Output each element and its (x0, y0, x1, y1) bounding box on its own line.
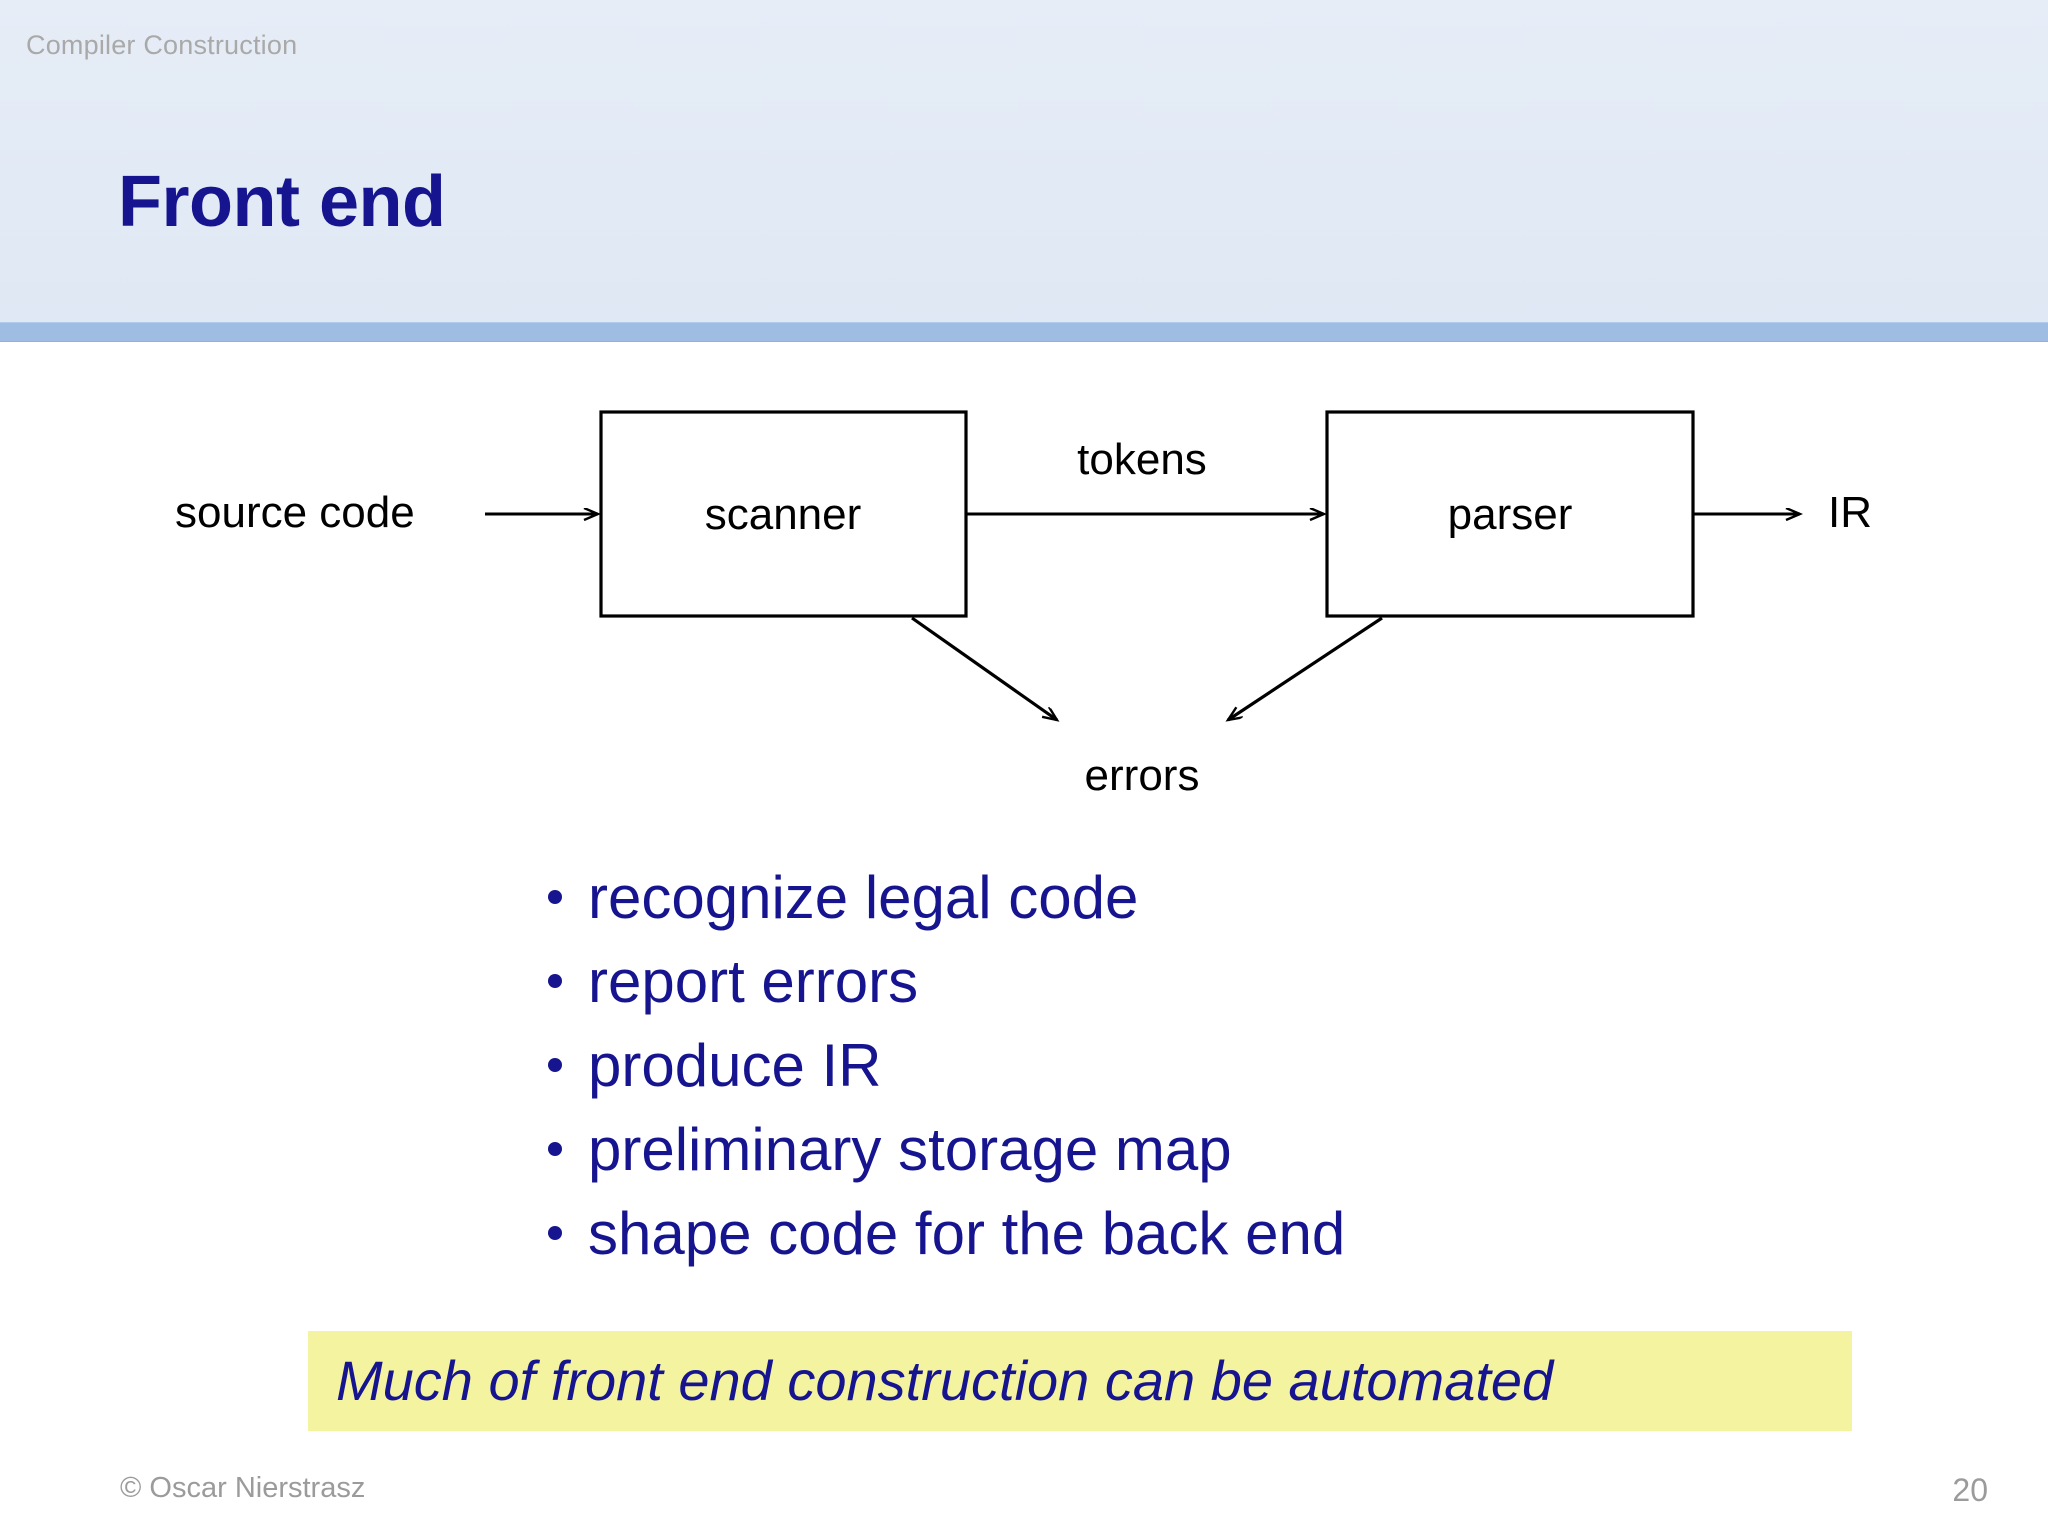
ir-label: IR (1828, 488, 1872, 537)
front-end-flow-diagram: scanner parser source code tokens IR err… (0, 342, 2048, 862)
list-item: produce IR (548, 1036, 1848, 1120)
parser-box (1325, 410, 1695, 618)
scanner-box-label: scanner (705, 490, 862, 539)
scanner-to-errors-arrow (911, 616, 1057, 720)
footer-copyright: © Oscar Nierstrasz (120, 1472, 366, 1504)
front-end-task-list: recognize legal code report errors produ… (548, 868, 1848, 1288)
highlight-callout: Much of front end construction can be au… (308, 1331, 1852, 1431)
errors-label: errors (1085, 751, 1200, 800)
course-label: Compiler Construction (26, 30, 298, 60)
bullet-dot-icon (548, 1058, 562, 1072)
list-item: preliminary storage map (548, 1120, 1848, 1204)
list-item: recognize legal code (548, 868, 1848, 952)
page-title: Front end (118, 162, 446, 243)
tokens-label: tokens (1077, 435, 1207, 484)
list-item-label: report errors (588, 948, 919, 1015)
slide-header-band (0, 0, 2048, 322)
footer-page-number: 20 (1952, 1472, 1988, 1508)
bullet-dot-icon (548, 974, 562, 988)
callout-text: Much of front end construction can be au… (336, 1349, 1554, 1412)
parser-box-label: parser (1448, 490, 1573, 539)
scanner-box (599, 410, 968, 618)
source-code-label: source code (175, 488, 415, 537)
list-item: shape code for the back end (548, 1204, 1848, 1288)
list-item: report errors (548, 952, 1848, 1036)
list-item-label: produce IR (588, 1032, 882, 1099)
parser-to-errors-arrow (1228, 616, 1383, 720)
bullet-dot-icon (548, 890, 562, 904)
list-item-label: shape code for the back end (588, 1200, 1346, 1267)
header-divider-rule (0, 322, 2048, 342)
list-item-label: recognize legal code (588, 864, 1139, 931)
bullet-dot-icon (548, 1142, 562, 1156)
list-item-label: preliminary storage map (588, 1116, 1232, 1183)
bullet-dot-icon (548, 1226, 562, 1240)
